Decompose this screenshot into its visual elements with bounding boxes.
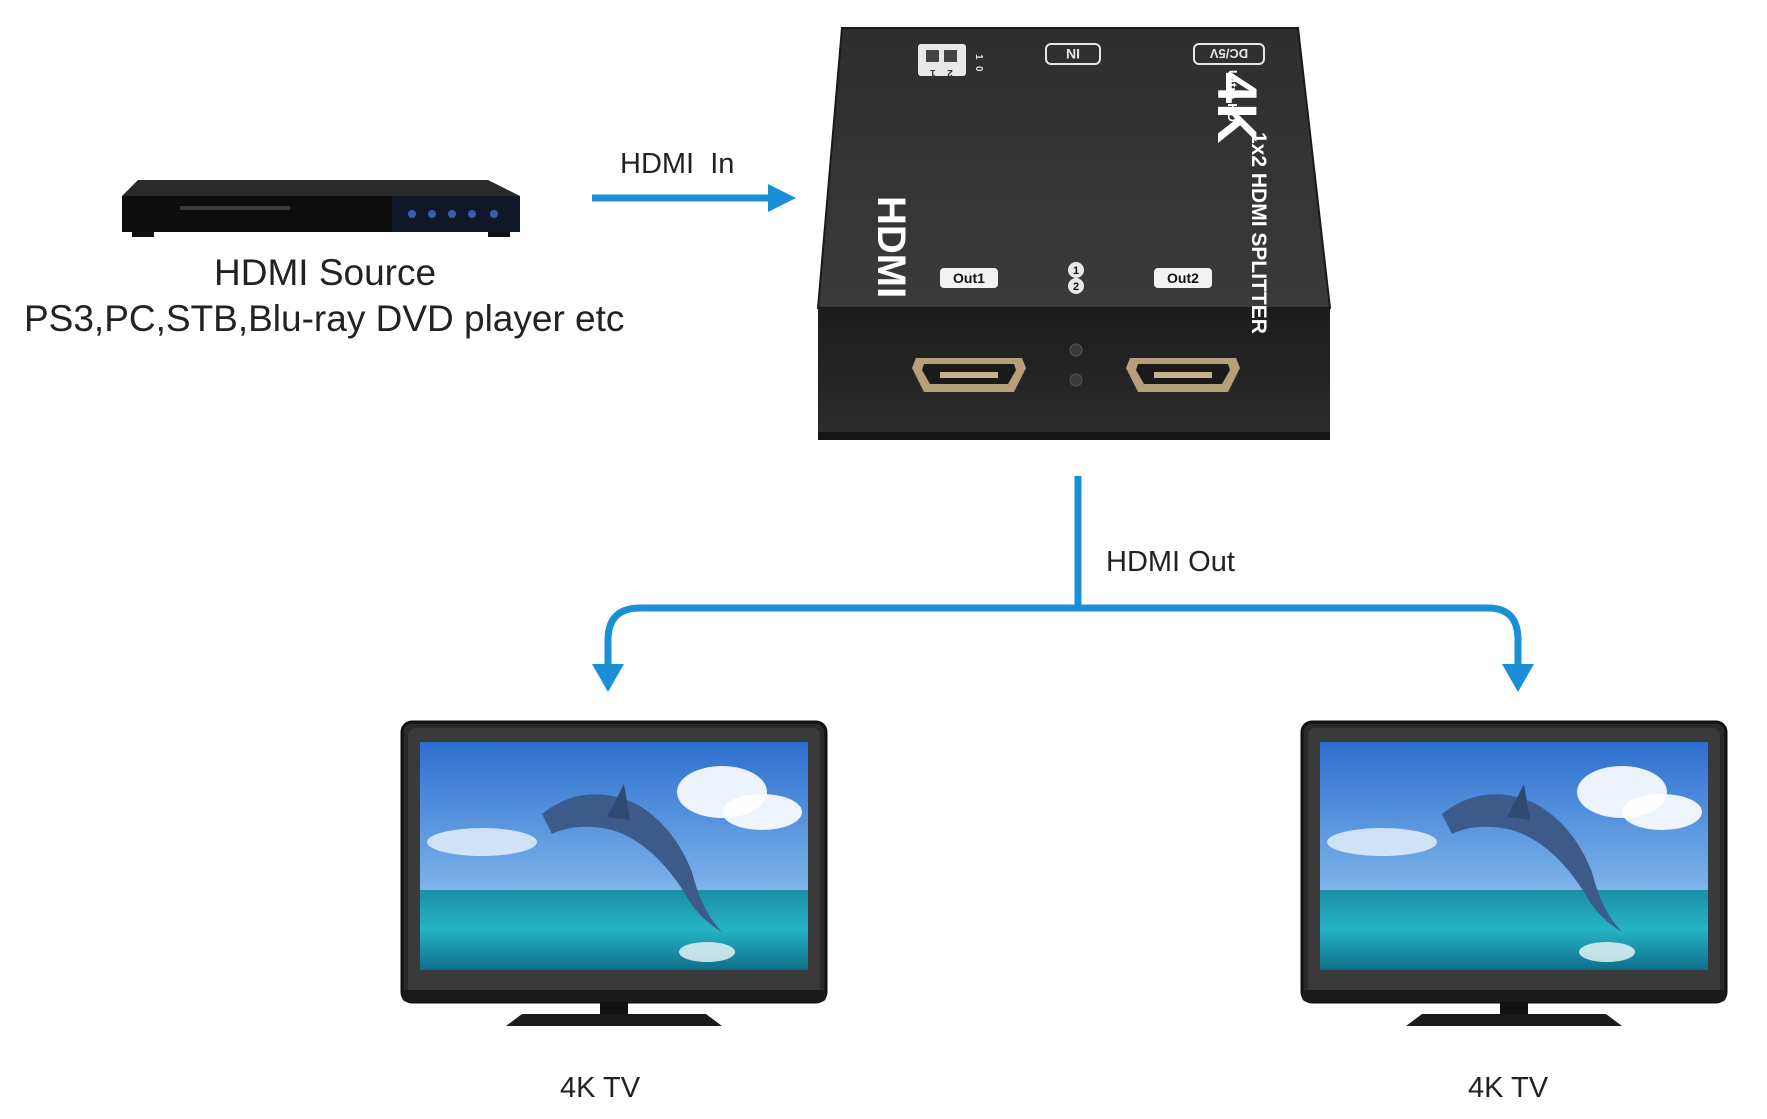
tv-1-label: 4K TV <box>560 1072 641 1104</box>
ultra-hd-label: Ultra HD <box>1225 70 1240 122</box>
source-subtitle: PS3,PC,STB,Blu-ray DVD player etc <box>24 298 625 339</box>
led-label-2-circle <box>1068 278 1084 294</box>
dip-off-label: 0 <box>973 66 984 72</box>
dip-switch-icon <box>918 44 966 76</box>
led-1-icon <box>1069 343 1083 357</box>
port-in-box <box>1045 43 1101 65</box>
source-title: HDMI Source <box>214 252 437 293</box>
led-2-icon <box>1069 373 1083 387</box>
dip-label-2: 2 <box>947 67 953 78</box>
hdmi-out-label: HDMI Out <box>1106 546 1235 578</box>
hdmi-output-port-1 <box>912 358 1026 392</box>
hdmi-brand-logo: HDMI <box>869 196 913 298</box>
hdmi-output-port-2 <box>1126 358 1240 392</box>
led-label-2: 2 <box>1073 281 1079 293</box>
out1-box <box>940 268 998 288</box>
tv-2-icon <box>1300 720 1728 1026</box>
port-power-label: DC/5V <box>1210 46 1249 61</box>
out2-box <box>1154 268 1212 288</box>
dip-on-label: 1 <box>973 54 984 60</box>
hdmi-in-arrow <box>592 184 796 212</box>
dip-label-1: 1 <box>930 67 936 78</box>
hdmi-splitter-device: 1 2 1 0 IN DC/5V 4K Ultra HD 1x2 HDMI <box>816 27 1332 440</box>
bluray-player-icon <box>122 180 520 237</box>
hdmi-out-arrow <box>592 476 1534 692</box>
port-out1-label: Out1 <box>953 270 985 286</box>
port-out2-label: Out2 <box>1167 270 1199 286</box>
tv-1-icon <box>400 720 828 1026</box>
product-name: 1x2 HDMI SPLITTER <box>1247 132 1270 334</box>
tv-2-label: 4K TV <box>1468 1072 1549 1104</box>
led-label-1: 1 <box>1073 265 1079 277</box>
badge-4k: 4K <box>1206 72 1269 144</box>
hdmi-in-label: HDMI In <box>620 148 735 180</box>
led-label-1-circle <box>1068 262 1084 278</box>
port-in-label: IN <box>1066 46 1080 62</box>
port-power-box <box>1193 43 1265 65</box>
